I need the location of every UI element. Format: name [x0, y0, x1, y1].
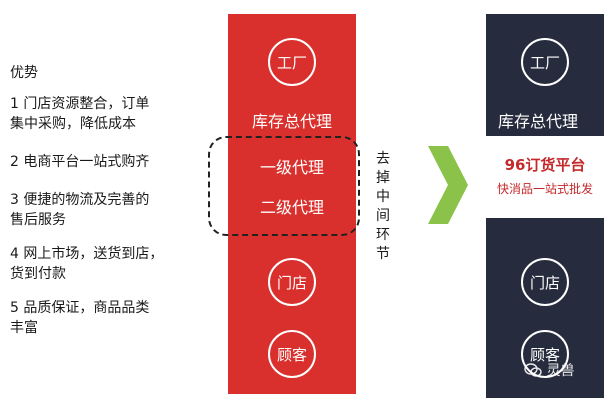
- middleman-dashed-box: [208, 136, 360, 236]
- advantage-item-4: 4 网上市场，送货到店， 货到付款: [10, 244, 190, 284]
- platform-lower-column: 门店 顾客: [486, 218, 604, 398]
- advantage-line: 货到付款: [10, 266, 66, 282]
- platform-customer-circle: 顾客: [521, 330, 569, 378]
- level2-agent-label: 二级代理: [260, 198, 325, 217]
- general-agent-label: 库存总代理: [252, 112, 333, 131]
- advantage-item-3: 3 便捷的物流及完善的 售后服务: [10, 190, 190, 230]
- advantage-item-5: 5 品质保证，商品品类 丰富: [10, 298, 190, 338]
- platform-name: 96订货平台: [504, 156, 586, 174]
- traditional-chain-column: 工厂 库存总代理 一级代理 二级代理 门店 顾客: [228, 14, 356, 394]
- advantage-line: 4 网上市场，送货到店，: [10, 246, 164, 262]
- advantage-item-1: 1 门店资源整合，订单 集中采购，降低成本: [10, 94, 190, 134]
- platform-tagline: 快消品一站式批发: [496, 182, 593, 196]
- watermark: 灵兽: [524, 360, 574, 380]
- customer-circle: 顾客: [268, 330, 316, 378]
- advantage-line: 丰富: [10, 320, 38, 336]
- platform-factory-circle: 工厂: [521, 38, 569, 86]
- platform-general-agent-label: 库存总代理: [498, 112, 579, 131]
- advantages-title: 优势: [10, 65, 38, 81]
- advantage-line: 集中采购，降低成本: [10, 116, 136, 132]
- advantage-line: 3 便捷的物流及完善的: [10, 192, 150, 208]
- store-circle: 门店: [268, 258, 316, 306]
- advantage-line: 售后服务: [10, 212, 66, 228]
- advantage-line: 2 电商平台一站式购齐: [10, 154, 150, 170]
- level1-agent-label: 一级代理: [260, 158, 325, 177]
- platform-upper-column: 工厂 库存总代理: [486, 14, 604, 136]
- platform-store-circle: 门店: [521, 258, 569, 306]
- watermark-text: 灵兽: [546, 363, 575, 379]
- chevron-right-icon: [428, 146, 468, 224]
- wechat-icon: [524, 363, 542, 377]
- advantage-item-2: 2 电商平台一站式购齐: [10, 152, 190, 172]
- factory-circle: 工厂: [268, 38, 316, 86]
- advantage-line: 5 品质保证，商品品类: [10, 300, 150, 316]
- remove-middleman-label: 去掉中间环节: [376, 151, 390, 262]
- advantage-line: 1 门店资源整合，订单: [10, 96, 150, 112]
